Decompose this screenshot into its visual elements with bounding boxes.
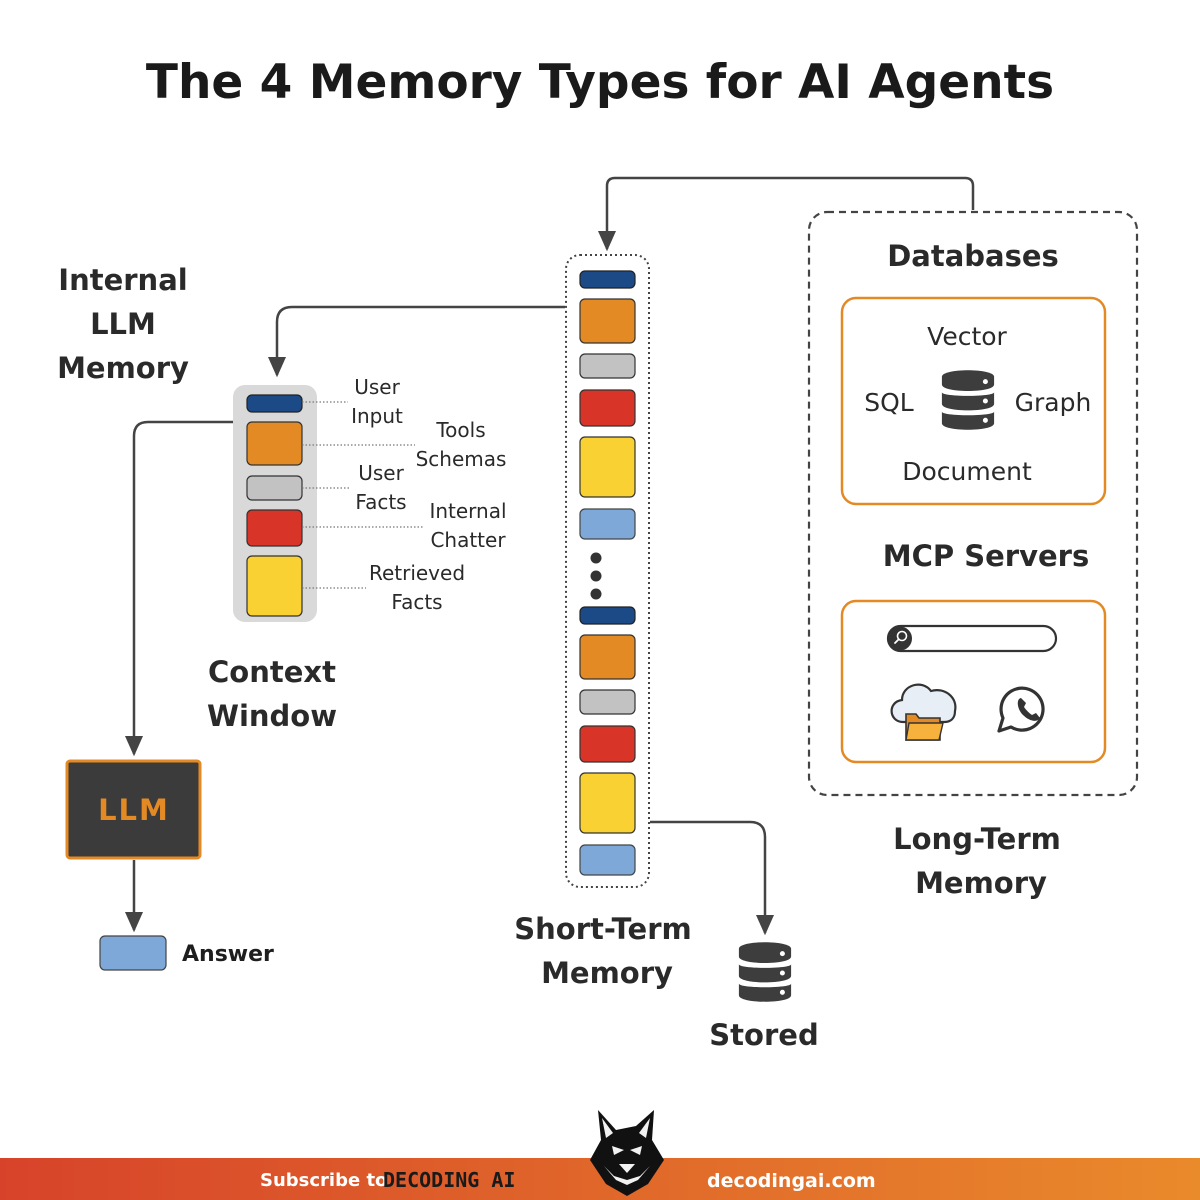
label-tools-schemas-l1: Tools bbox=[435, 418, 485, 442]
label-internal-chatter-l1: Internal bbox=[429, 499, 506, 523]
short-term-memory: Short-Term Memory bbox=[514, 254, 692, 990]
label-user-input-l2: Input bbox=[351, 404, 403, 428]
cw-block-tools-schemas bbox=[246, 421, 303, 466]
arrow-short-term-to-context bbox=[268, 305, 565, 378]
stm-block-2 bbox=[579, 298, 636, 344]
stm-block-10 bbox=[579, 725, 636, 763]
cw-block-retrieved-facts bbox=[246, 555, 303, 617]
answer-label: Answer bbox=[182, 942, 274, 967]
stm-block-9 bbox=[579, 689, 636, 715]
label-tools-schemas-l2: Schemas bbox=[416, 447, 507, 471]
llm-label: LLM bbox=[98, 793, 170, 827]
short-term-label-l1: Short-Term bbox=[514, 912, 692, 946]
short-term-label-l2: Memory bbox=[541, 956, 673, 990]
databases-title: Databases bbox=[887, 239, 1059, 273]
stm-block-1 bbox=[579, 270, 636, 289]
ellipsis-dot-3 bbox=[590, 588, 602, 600]
long-term-memory: Databases Vector SQL Graph Document MCP … bbox=[807, 210, 1139, 900]
context-window-title-l1: Context bbox=[208, 655, 336, 689]
cw-block-user-facts bbox=[246, 475, 303, 501]
stm-block-11 bbox=[579, 772, 636, 834]
label-user-input-l1: User bbox=[354, 375, 400, 399]
long-term-label-l1: Long-Term bbox=[893, 822, 1061, 856]
footer-subscribe: Subscribe to bbox=[260, 1170, 387, 1191]
arrow-context-to-llm bbox=[125, 420, 233, 757]
stm-block-6 bbox=[579, 508, 636, 540]
stm-block-3 bbox=[579, 353, 636, 379]
cw-block-internal-chatter bbox=[246, 509, 303, 547]
label-retrieved-facts-l1: Retrieved bbox=[369, 561, 465, 585]
ellipsis-dot-1 bbox=[590, 552, 602, 564]
stm-block-12 bbox=[579, 844, 636, 876]
database-icon bbox=[941, 370, 995, 430]
context-window-title-l2: Window bbox=[207, 699, 337, 733]
footer-url: decodingai.com bbox=[707, 1170, 876, 1192]
context-window: User Input Tools Schemas User Facts Inte… bbox=[207, 375, 507, 733]
stm-block-7 bbox=[579, 606, 636, 625]
internal-memory-line2: LLM bbox=[90, 307, 156, 341]
stm-block-5 bbox=[579, 436, 636, 498]
mcp-servers-title: MCP Servers bbox=[883, 539, 1089, 573]
cat-logo bbox=[590, 1110, 664, 1196]
page-title: The 4 Memory Types for AI Agents bbox=[146, 55, 1054, 110]
stored-label: Stored bbox=[709, 1018, 818, 1052]
long-term-label-l2: Memory bbox=[915, 866, 1047, 900]
internal-memory-line1: Internal bbox=[58, 263, 187, 297]
stm-block-8 bbox=[579, 634, 636, 680]
search-bar bbox=[886, 624, 1058, 653]
internal-llm-memory-label: Internal LLM Memory bbox=[57, 263, 189, 385]
label-user-facts-l1: User bbox=[358, 461, 404, 485]
llm-box: LLM bbox=[65, 759, 202, 860]
search-icon bbox=[888, 626, 912, 651]
arrow-short-term-to-stored bbox=[650, 820, 774, 936]
db-vector-label: Vector bbox=[927, 322, 1007, 351]
label-user-facts-l2: Facts bbox=[355, 490, 406, 514]
ellipsis-dot-2 bbox=[590, 570, 602, 582]
db-graph-label: Graph bbox=[1015, 388, 1092, 417]
whatsapp-icon bbox=[997, 686, 1045, 733]
answer-block bbox=[99, 935, 167, 971]
arrow-long-term-to-short-term bbox=[598, 176, 975, 252]
internal-memory-line3: Memory bbox=[57, 351, 189, 385]
db-document-label: Document bbox=[902, 457, 1032, 486]
answer: Answer bbox=[99, 935, 274, 971]
label-retrieved-facts-l2: Facts bbox=[391, 590, 442, 614]
stored: Stored bbox=[709, 942, 819, 1052]
cw-block-user-input bbox=[246, 394, 303, 413]
db-sql-label: SQL bbox=[864, 388, 914, 417]
stored-database-icon bbox=[738, 942, 792, 1002]
footer-brand: DECODING AI bbox=[383, 1168, 515, 1192]
cloud-folder-icon bbox=[890, 683, 957, 741]
label-internal-chatter-l2: Chatter bbox=[430, 528, 506, 552]
stm-block-4 bbox=[579, 389, 636, 427]
footer-banner: Subscribe to DECODING AI decodingai.com bbox=[0, 1110, 1200, 1200]
